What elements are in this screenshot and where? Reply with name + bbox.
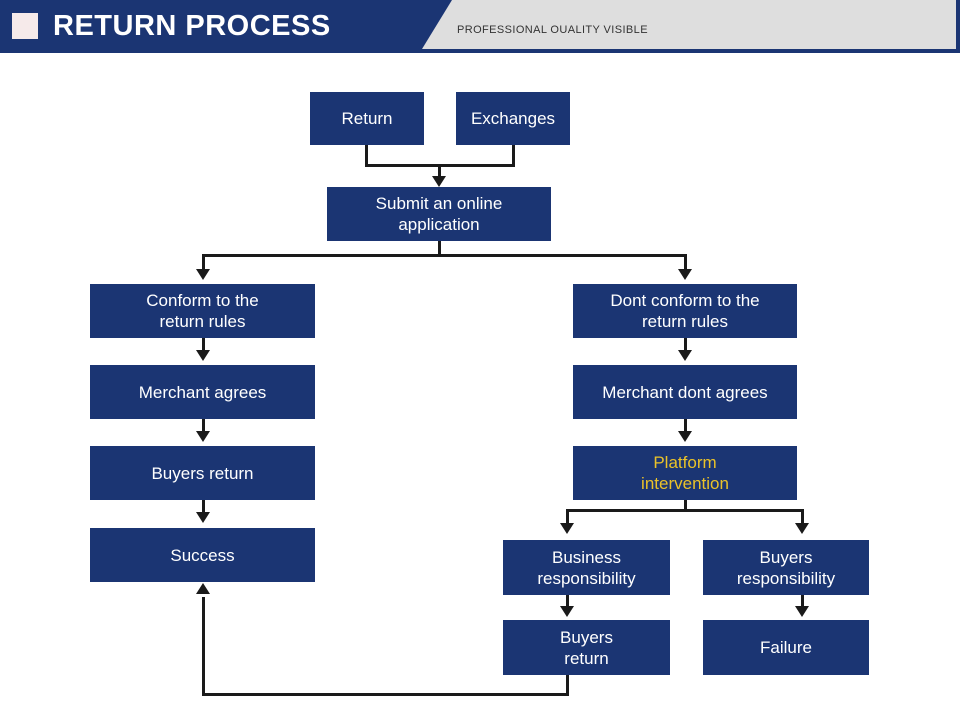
page-header: RETURN PROCESS PROFESSIONAL OUALITY VISI… — [0, 0, 960, 53]
node-platform-intervention[interactable]: Platform intervention — [573, 446, 797, 500]
edge-submit-down — [438, 241, 441, 257]
arrow-business-buyersreturn — [560, 606, 574, 617]
arrow-to-business-resp — [560, 523, 574, 534]
edge-exchanges-down — [512, 145, 515, 167]
edge-platform-down — [684, 500, 687, 512]
header-subtitle: PROFESSIONAL OUALITY VISIBLE — [457, 24, 648, 36]
edge-platform-split-left — [566, 509, 569, 524]
edge-split-bar — [202, 254, 687, 257]
node-dont-conform-to-return-rules[interactable]: Dont conform to the return rules — [573, 284, 797, 338]
node-conform-to-return-rules[interactable]: Conform to the return rules — [90, 284, 315, 338]
arrow-merchantdont-platform — [678, 431, 692, 442]
edge-split-left — [202, 254, 205, 270]
edge-split-right — [684, 254, 687, 270]
node-buyers-return-bottom[interactable]: Buyers return — [503, 620, 670, 675]
edge-platform-split-bar — [566, 509, 804, 512]
arrow-merchant-buyers — [196, 431, 210, 442]
arrow-to-conform — [196, 269, 210, 280]
arrow-conform-merchant — [196, 350, 210, 361]
edge-dontconform-merchantdont — [684, 338, 687, 352]
edge-feedback-bar — [202, 693, 569, 696]
edge-buyersresp-failure — [801, 595, 804, 608]
arrow-to-buyers-resp — [795, 523, 809, 534]
arrow-to-dont-conform — [678, 269, 692, 280]
arrow-dontconform-merchantdont — [678, 350, 692, 361]
edge-conform-merchant — [202, 338, 205, 352]
square-logo-icon — [12, 13, 38, 39]
node-submit-application[interactable]: Submit an online application — [327, 187, 551, 241]
edge-business-buyersreturn — [566, 595, 569, 608]
node-buyers-return-left[interactable]: Buyers return — [90, 446, 315, 500]
header-banner — [0, 0, 452, 49]
node-buyers-responsibility[interactable]: Buyers responsibility — [703, 540, 869, 595]
node-exchanges[interactable]: Exchanges — [456, 92, 570, 145]
node-return[interactable]: Return — [310, 92, 424, 145]
edge-feedback-down — [566, 675, 569, 696]
edge-platform-split-right — [801, 509, 804, 524]
arrow-buyersresp-failure — [795, 606, 809, 617]
page-title: RETURN PROCESS — [53, 10, 331, 42]
arrow-feedback-to-success — [196, 583, 210, 594]
edge-merchant-buyers — [202, 419, 205, 433]
node-merchant-dont-agrees[interactable]: Merchant dont agrees — [573, 365, 797, 419]
node-success[interactable]: Success — [90, 528, 315, 582]
edge-feedback-up — [202, 597, 205, 693]
edge-buyers-success — [202, 500, 205, 514]
edge-to-submit — [438, 164, 441, 178]
node-business-responsibility[interactable]: Business responsibility — [503, 540, 670, 595]
node-merchant-agrees[interactable]: Merchant agrees — [90, 365, 315, 419]
arrow-to-submit — [432, 176, 446, 187]
edge-merchantdont-platform — [684, 419, 687, 433]
node-failure[interactable]: Failure — [703, 620, 869, 675]
edge-return-down — [365, 145, 368, 167]
arrow-buyers-success — [196, 512, 210, 523]
